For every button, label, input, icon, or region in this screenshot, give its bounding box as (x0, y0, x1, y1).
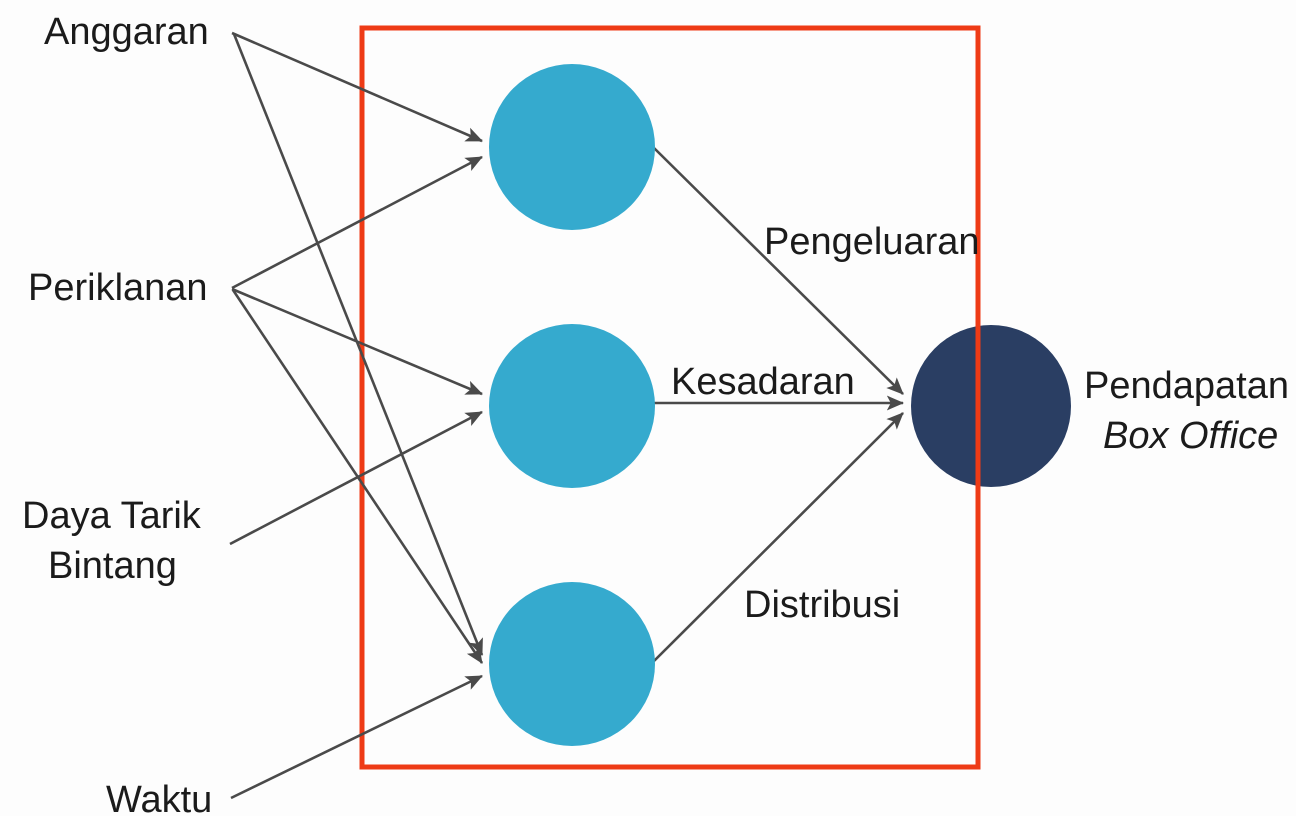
hidden-node-3[interactable] (489, 582, 655, 746)
model-boundary-box (359, 25, 981, 770)
edge-label-pengeluaran: Pengeluaran (764, 221, 980, 263)
output-label-line1: Pendapatan (1084, 365, 1289, 407)
edge-periklanan-to-hidden-1 (231, 155, 483, 290)
output-node[interactable] (911, 325, 1071, 487)
edge-hidden-3-to-output (652, 412, 904, 663)
edge-waktu-to-hidden-3 (230, 674, 483, 800)
edge-label-distribusi: Distribusi (744, 584, 900, 626)
input-label-waktu: Waktu (106, 779, 212, 816)
input-label-daya-tarik-bintang-line2: Bintang (48, 545, 177, 587)
edge-anggaran-to-hidden-1 (231, 31, 483, 143)
output-label-line2: Box Office (1103, 415, 1278, 457)
edge-label-kesadaran: Kesadaran (671, 361, 855, 403)
edge-anggaran-to-hidden-3 (232, 33, 484, 656)
edge-periklanan-to-hidden-2 (231, 287, 483, 396)
edge-daya-tarik-bintang-to-hidden-2 (229, 410, 483, 546)
input-label-anggaran: Anggaran (44, 11, 209, 53)
input-label-periklanan: Periklanan (28, 267, 208, 309)
input-label-daya-tarik-bintang-line1: Daya Tarik (22, 495, 202, 537)
edge-hidden-1-to-output (652, 146, 904, 395)
hidden-node-2[interactable] (489, 324, 655, 488)
hidden-node-1[interactable] (489, 64, 655, 230)
